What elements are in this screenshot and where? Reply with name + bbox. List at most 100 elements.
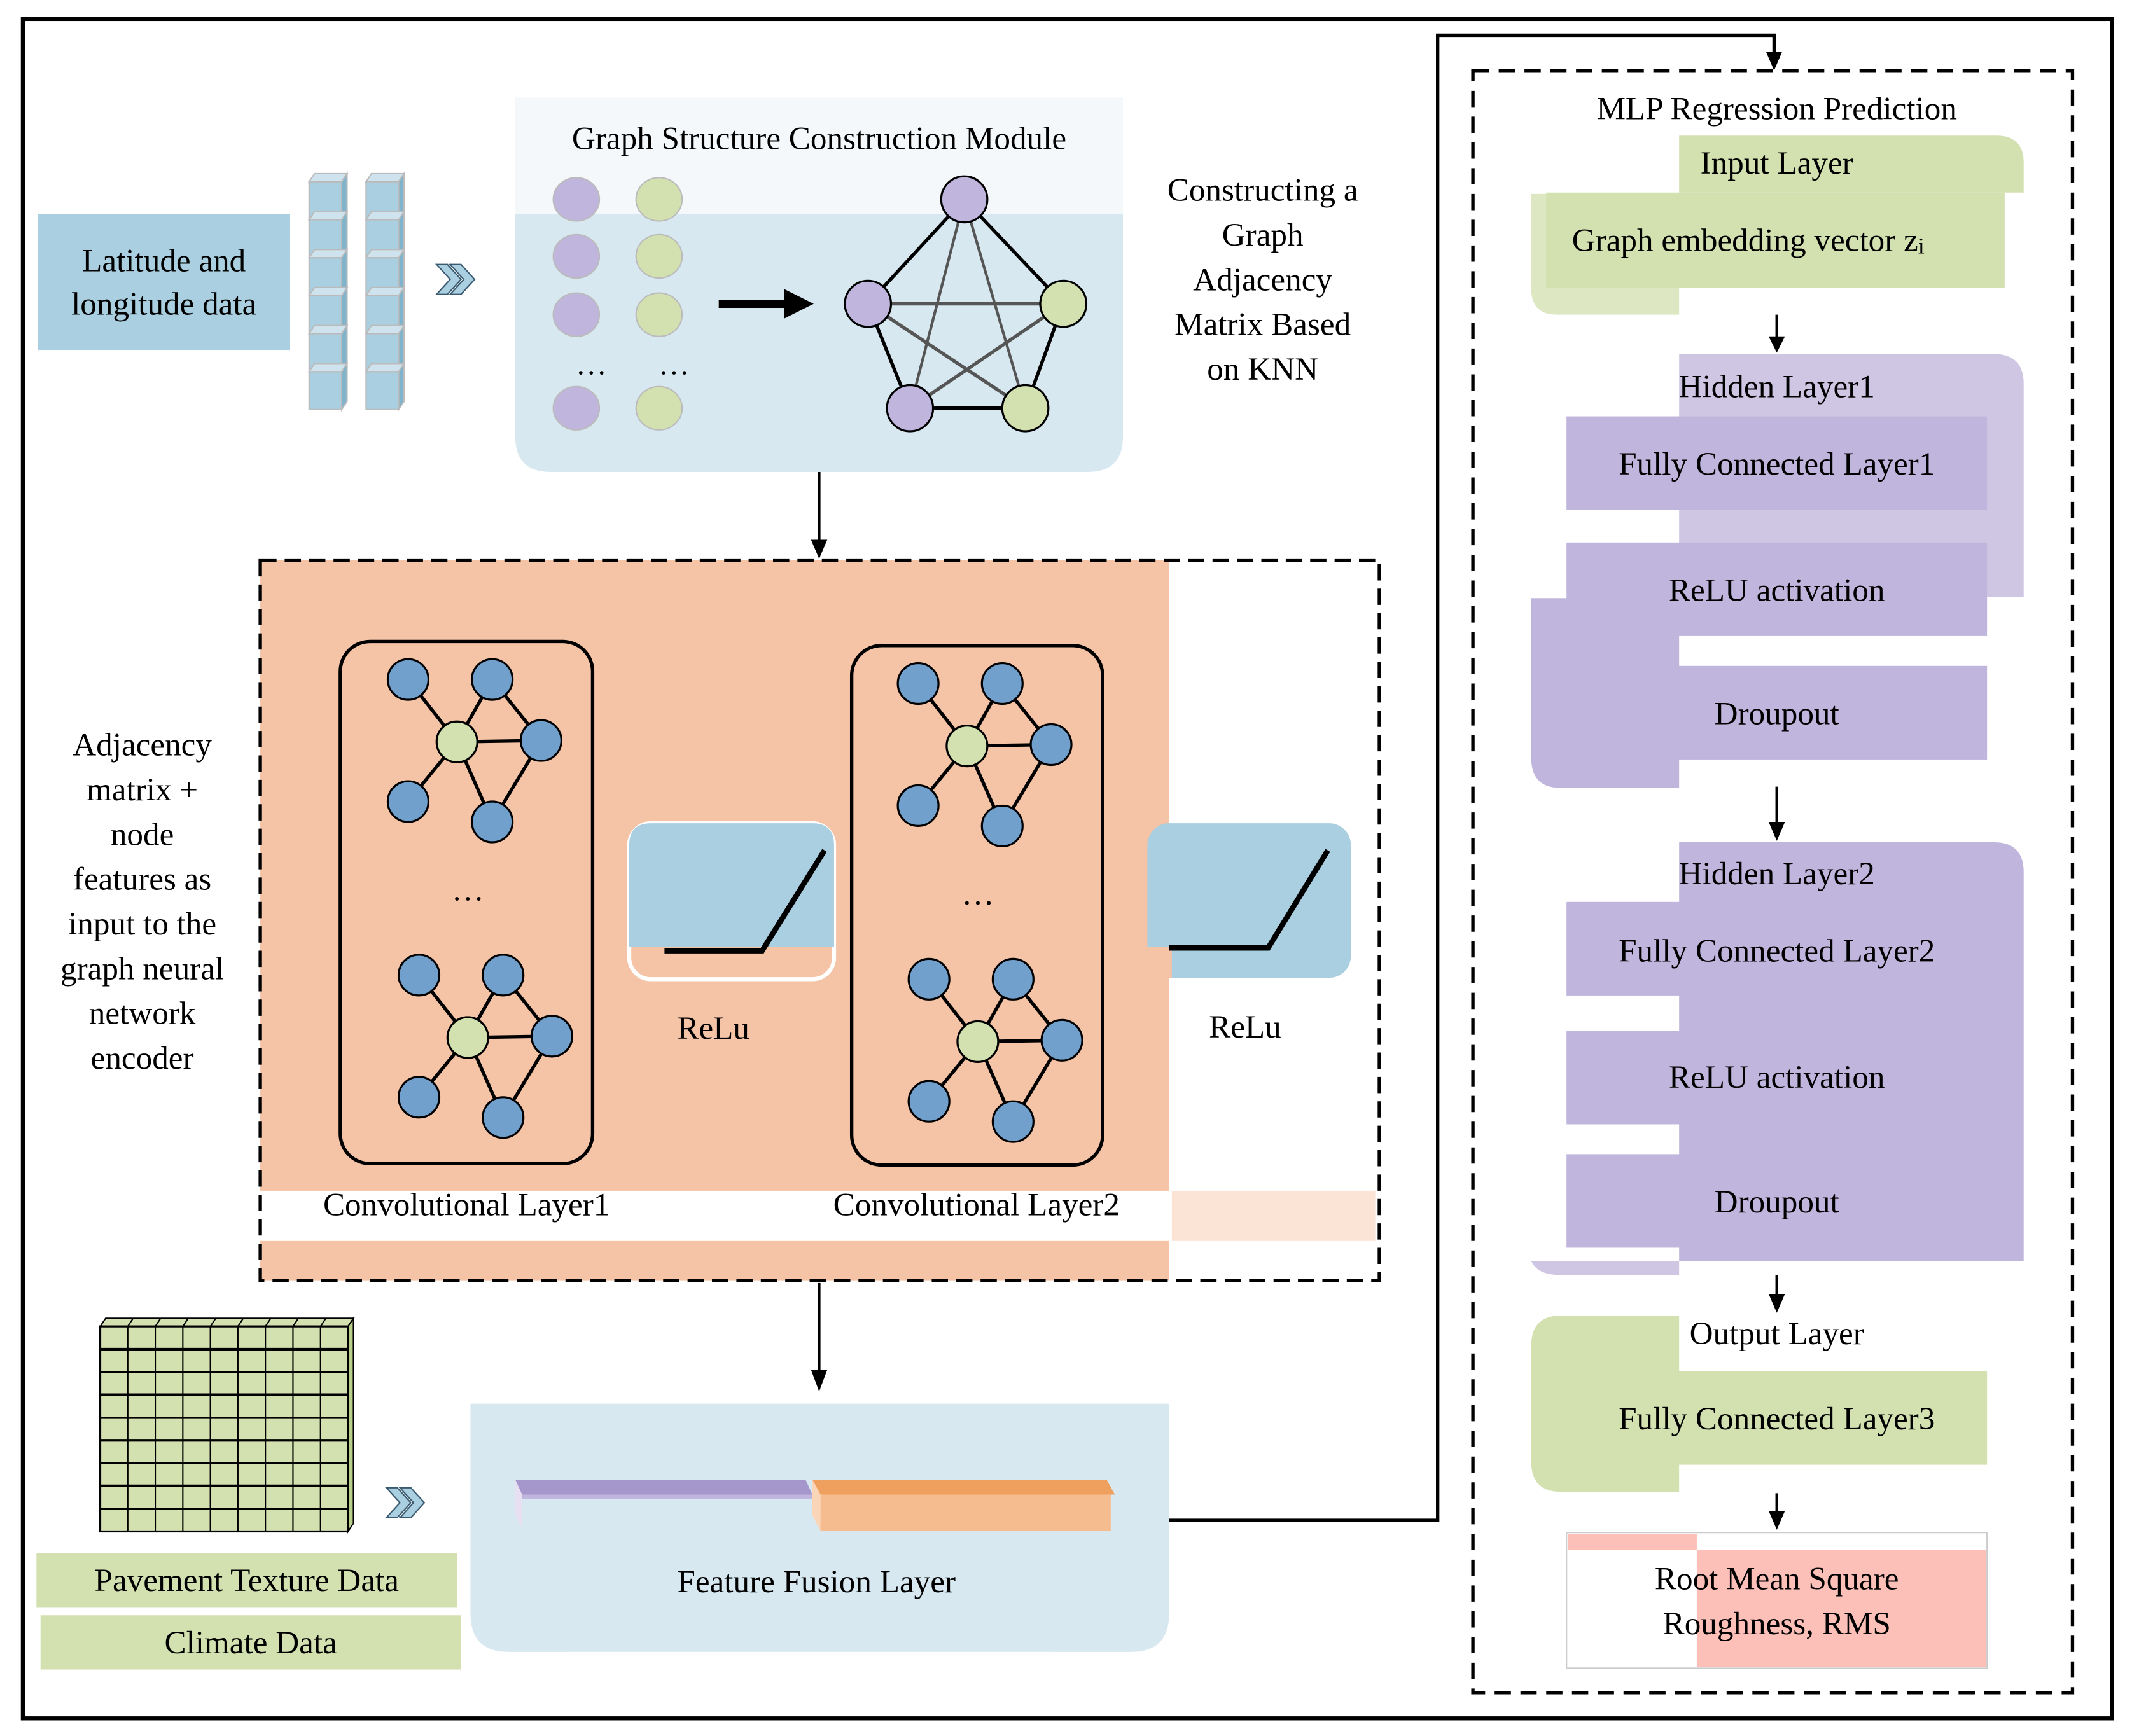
knn-note-line2: Graph xyxy=(1222,217,1304,253)
ellipsis-purple: … xyxy=(576,346,607,381)
green-node xyxy=(635,292,683,337)
feature-fusion-layer: Feature Fusion Layer xyxy=(470,1403,1169,1652)
graph-node xyxy=(397,1076,441,1119)
knn-graph-icon xyxy=(844,175,1088,433)
hidden1-dropout xyxy=(1566,665,1988,760)
cube xyxy=(307,361,349,412)
graph-conv2-top-icon xyxy=(896,662,1073,847)
knn-side-note: Constructing a Graph Adjacency Matrix Ba… xyxy=(1167,172,1358,387)
graph-node xyxy=(519,719,562,762)
purple-feature-bar xyxy=(515,1480,812,1495)
hidden2-fc-layer xyxy=(1566,901,1988,996)
lat-lon-input: Latitude and longitude data xyxy=(38,214,290,351)
output-fc-layer xyxy=(1566,1371,1988,1465)
center-node xyxy=(446,1016,489,1059)
double-chevron-icon xyxy=(384,1487,426,1518)
node-feature-columns: … … xyxy=(552,177,690,431)
hidden-layer1-block: Hidden Layer1 Fully Connected Layer1 ReL… xyxy=(1531,354,2024,788)
ellipsis-green: … xyxy=(658,346,690,381)
graph-node xyxy=(471,800,514,844)
pavement-texture-input: Pavement Texture Data xyxy=(36,1553,457,1608)
arrowhead-icon xyxy=(811,1370,828,1392)
graph-node xyxy=(991,1100,1035,1143)
arrowhead-icon xyxy=(1766,52,1783,71)
climate-input: Climate Data xyxy=(40,1615,461,1670)
lat-lon-box xyxy=(38,214,290,351)
graph-conv2-bottom-icon xyxy=(907,957,1083,1143)
graph-node xyxy=(386,658,430,701)
encoder-note-line2: matrix + xyxy=(87,772,198,808)
cube xyxy=(365,285,406,337)
mlp-regression-panel: MLP Regression Prediction Input Layer Gr… xyxy=(1471,69,2075,1695)
output-layer-title: Output Layer xyxy=(1690,1316,1864,1352)
arrowhead-icon xyxy=(1768,822,1785,841)
graph-module-panel xyxy=(515,214,1124,472)
hidden2-item2: ReLU activation xyxy=(1669,1059,1885,1095)
pavement-texture-box xyxy=(36,1553,457,1608)
arrowhead-icon xyxy=(1768,1293,1785,1313)
purple-node xyxy=(552,385,601,431)
hidden1-item1: Fully Connected Layer1 xyxy=(1619,446,1935,482)
graph-node xyxy=(482,1096,525,1139)
hidden2-dropout xyxy=(1566,1154,1988,1248)
graph-structure-module: Graph Structure Construction Module … … xyxy=(515,97,1124,472)
graph-node xyxy=(397,954,441,997)
green-node xyxy=(635,177,683,222)
encoder-label-band xyxy=(260,1190,1169,1241)
encoder-note-line1: Adjacency xyxy=(73,727,212,763)
mlp-title: MLP Regression Prediction xyxy=(1596,91,1956,127)
graph-node xyxy=(907,1080,951,1123)
graph-node xyxy=(471,658,514,701)
hidden2-relu xyxy=(1566,1031,1988,1125)
encoder-band-right xyxy=(1171,1190,1376,1241)
knn-note-line1: Constructing a xyxy=(1167,172,1358,209)
rms-result-block: Root Mean Square Roughness, RMS xyxy=(1566,1532,1988,1669)
output-layer-block: Output Layer Fully Connected Layer3 xyxy=(1531,1316,1988,1492)
fusion-label: Feature Fusion Layer xyxy=(677,1564,956,1600)
conv1-label: Convolutional Layer1 xyxy=(323,1186,610,1223)
encoder-side-note: Adjacency matrix + node features as inpu… xyxy=(60,727,224,1076)
conv2-label: Convolutional Layer2 xyxy=(833,1186,1120,1223)
rms-line2: Roughness, RMS xyxy=(1663,1606,1891,1642)
relu-curve-icon xyxy=(1169,849,1330,951)
input-layer-block: Input Layer Graph embedding vector zi xyxy=(1531,135,2024,315)
orange-feature-block xyxy=(812,1480,1115,1495)
purple-node xyxy=(552,233,601,279)
encoder-note-line4: features as xyxy=(73,861,211,898)
input-layer-title: Input Layer xyxy=(1701,145,1853,181)
graph-node xyxy=(482,954,525,997)
graph-node xyxy=(991,957,1035,1001)
hidden1-fc-layer xyxy=(1566,416,1988,510)
graph-node xyxy=(1040,1018,1083,1062)
graph-node xyxy=(896,784,940,828)
center-node xyxy=(956,1020,1000,1063)
arrowhead-icon xyxy=(1768,1511,1785,1530)
center-node xyxy=(945,725,989,768)
lat-lon-label-line2: longitude data xyxy=(71,286,256,323)
cube xyxy=(365,323,406,374)
right-arrow-icon xyxy=(718,289,814,319)
hidden-layer2-block: Hidden Layer2 Fully Connected Layer2 ReL… xyxy=(1531,842,2024,1275)
encoder-dashed-frame xyxy=(258,558,1381,1282)
conv2-ellipsis: … xyxy=(961,876,994,912)
connector-fusion-to-mlp xyxy=(1169,33,1776,1522)
graph-conv1-top-icon xyxy=(386,658,562,844)
encoder-note-line3: node xyxy=(111,816,174,852)
encoder-note-line7: network xyxy=(89,996,196,1032)
rms-line1: Root Mean Square xyxy=(1655,1561,1899,1597)
cube xyxy=(365,361,406,412)
graph-node xyxy=(980,662,1024,705)
lat-lon-label-line1: Latitude and xyxy=(82,242,246,279)
knn-note-line3: Adjacency xyxy=(1193,261,1332,298)
relu-curve-icon xyxy=(664,849,827,954)
gnn-encoder: … Convolutional Layer1 ReLu … Convolutio… xyxy=(258,558,1381,1282)
hidden2-item1: Fully Connected Layer2 xyxy=(1619,933,1935,969)
encoder-note-line8: encoder xyxy=(91,1040,194,1076)
hidden1-item2: ReLU activation xyxy=(1669,572,1885,608)
input-layer-content: Graph embedding vector zi xyxy=(1572,222,1925,258)
purple-node xyxy=(552,177,601,222)
relu2-block: ReLu xyxy=(1147,823,1351,1045)
knn-note-line4: Matrix Based xyxy=(1174,307,1351,343)
output-layer-content: Fully Connected Layer3 xyxy=(1619,1401,1935,1437)
